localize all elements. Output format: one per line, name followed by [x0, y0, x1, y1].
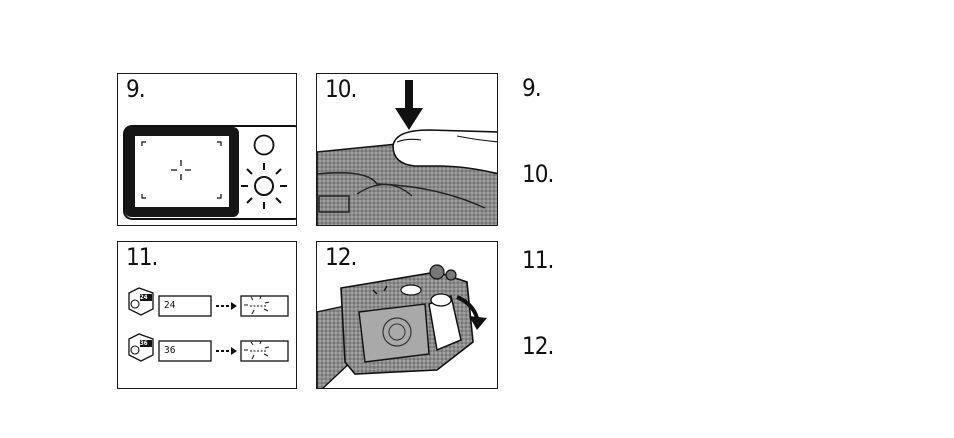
illustration-panel-12: 12.: [316, 241, 498, 389]
arrow-right-icon: [216, 302, 237, 310]
counter-value-36: 36: [164, 345, 175, 356]
viewfinder-illustration: [118, 74, 297, 226]
press-arrow-icon: [395, 80, 423, 130]
remove-film-illustration: [317, 242, 498, 389]
film-cartridge-24-icon: [129, 288, 153, 315]
step-number-9: 9.: [522, 76, 541, 100]
step-number-12: 12.: [522, 334, 553, 358]
blinking-lamp-icon: [241, 163, 287, 209]
film-cartridge-36-icon: [129, 334, 153, 361]
step-number-11: 11.: [522, 248, 553, 272]
illustration-panel-11: 11.: [117, 241, 297, 389]
arrow-right-icon: [216, 347, 237, 355]
press-shutter-illustration: [317, 74, 498, 226]
illustration-panel-9: 9.: [117, 73, 297, 226]
step-number-10: 10.: [522, 162, 553, 186]
illustration-panel-10: 10.: [316, 73, 498, 226]
cartridge-label-36: 36: [140, 340, 148, 347]
counter-value-24: 24: [164, 300, 175, 311]
cartridge-label-24: 24: [140, 294, 148, 301]
